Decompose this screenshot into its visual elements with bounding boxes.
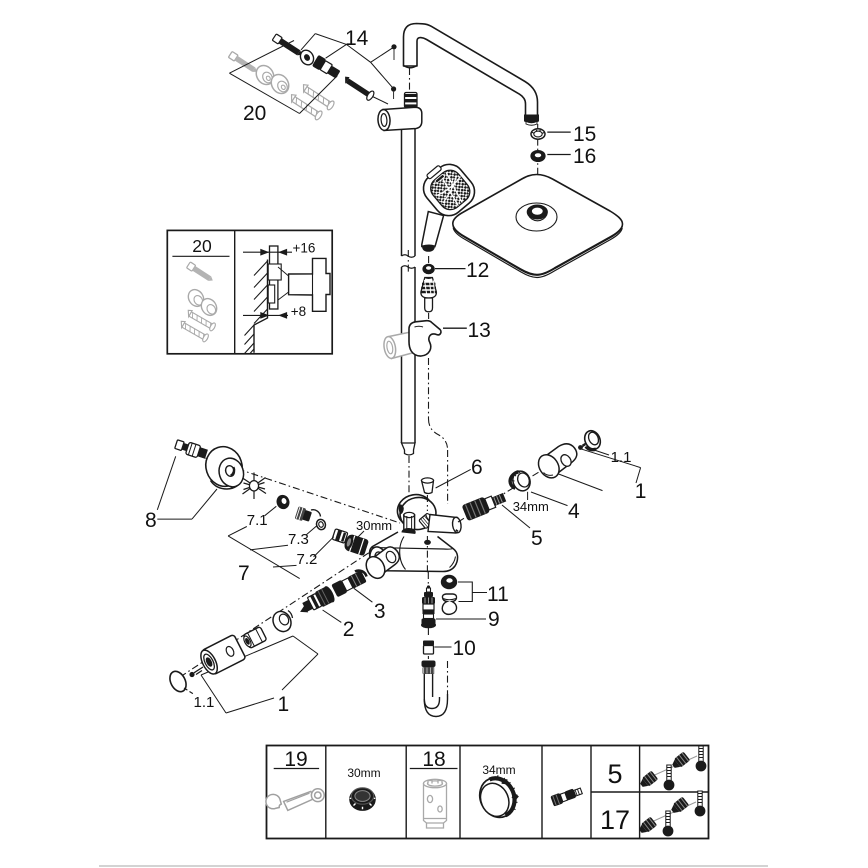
svg-text:7.2: 7.2 <box>297 551 318 568</box>
svg-text:10: 10 <box>453 637 476 660</box>
svg-text:3: 3 <box>374 600 386 623</box>
svg-text:8: 8 <box>145 509 157 532</box>
svg-text:34mm: 34mm <box>482 763 515 777</box>
svg-text:1.1: 1.1 <box>194 694 215 711</box>
svg-text:1.1: 1.1 <box>611 449 632 466</box>
svg-text:11: 11 <box>487 583 509 606</box>
svg-text:2: 2 <box>343 618 355 641</box>
svg-text:12: 12 <box>466 259 489 282</box>
svg-text:7: 7 <box>238 562 250 585</box>
svg-text:+16: +16 <box>293 241 316 256</box>
svg-text:14: 14 <box>345 27 369 50</box>
svg-text:34mm: 34mm <box>513 499 549 514</box>
svg-text:1: 1 <box>278 693 290 716</box>
svg-text:13: 13 <box>468 319 491 342</box>
svg-text:7.3: 7.3 <box>288 531 309 548</box>
svg-text:1: 1 <box>635 480 647 503</box>
svg-text:+8: +8 <box>291 304 306 319</box>
svg-text:5: 5 <box>531 527 543 550</box>
svg-text:7.1: 7.1 <box>247 512 268 529</box>
svg-text:17: 17 <box>600 805 630 835</box>
svg-text:4: 4 <box>568 500 580 523</box>
svg-text:30mm: 30mm <box>347 766 380 780</box>
svg-text:9: 9 <box>488 608 500 631</box>
svg-text:18: 18 <box>422 748 445 771</box>
svg-text:6: 6 <box>471 456 483 479</box>
svg-text:20: 20 <box>192 236 212 256</box>
svg-text:30mm: 30mm <box>356 518 392 533</box>
svg-text:16: 16 <box>573 145 596 168</box>
svg-text:20: 20 <box>243 102 266 125</box>
svg-text:5: 5 <box>607 759 622 789</box>
svg-text:15: 15 <box>573 123 596 146</box>
svg-text:19: 19 <box>284 748 307 771</box>
